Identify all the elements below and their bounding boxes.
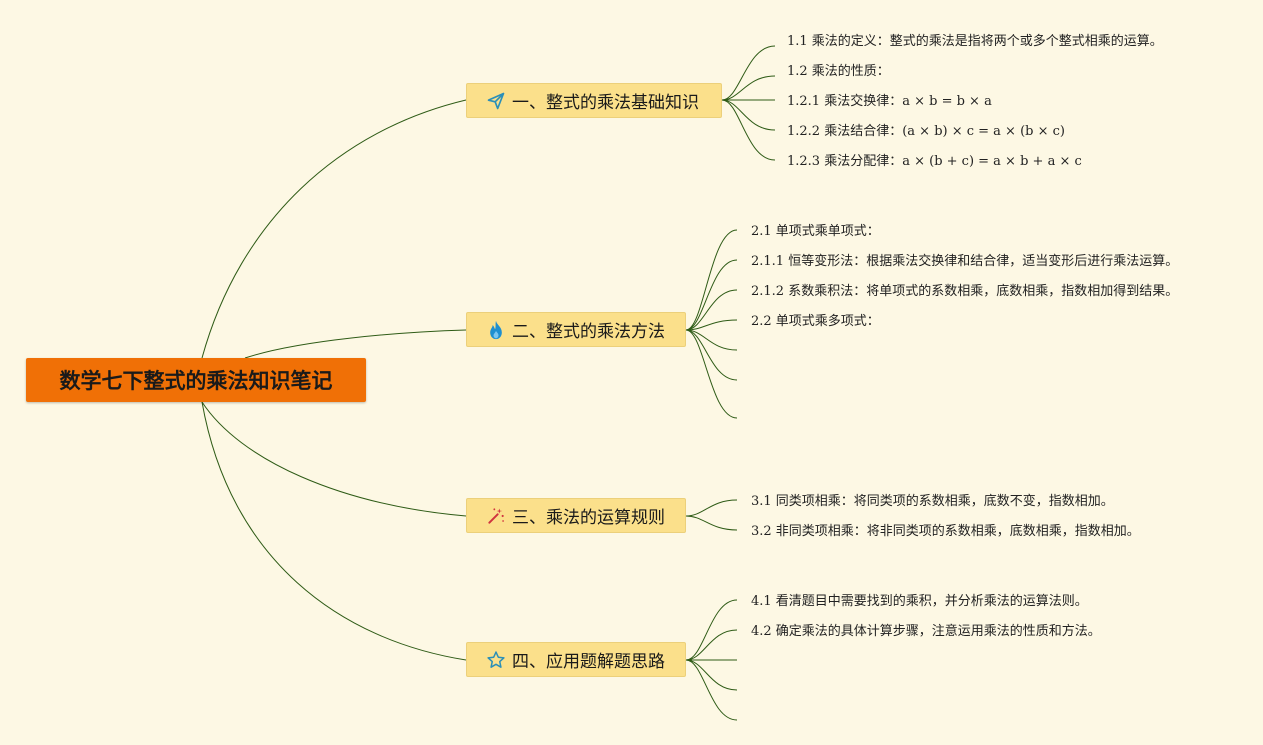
leaf-2-1[interactable]: 2.1 单项式乘单项式： <box>751 224 880 239</box>
connector-root-branch-4 <box>201 401 467 661</box>
branch-topic-1-label: 一、整式的乘法基础知识 <box>512 93 699 113</box>
connector-branch-1-leaf-5 <box>721 99 776 161</box>
magic-wand-icon <box>485 505 507 527</box>
leaf-1-2[interactable]: 1.2 乘法的性质： <box>787 64 890 79</box>
branch-topic-3-label: 三、乘法的运算规则 <box>512 508 665 528</box>
connector-branch-2-leaf-4 <box>685 319 738 331</box>
paper-plane-icon <box>485 90 507 112</box>
leaf-3-1[interactable]: 3.1 同类项相乘：将同类项的系数相乘，底数不变，指数相加。 <box>751 494 1114 509</box>
connector-root-branch-1 <box>201 99 467 359</box>
root-topic[interactable]: 数学七下整式的乘法知识笔记 <box>26 358 366 402</box>
leaf-2-3[interactable]: 2.1.2 系数乘积法：将单项式的系数相乘，底数相乘，指数相加得到结果。 <box>751 284 1179 299</box>
connector-branch-4-leaf-4 <box>685 659 738 691</box>
connector-root-branch-2 <box>244 329 467 359</box>
connector-branch-2-leaf-6 <box>685 329 738 381</box>
branch-topic-4[interactable]: 四、应用题解题思路 <box>466 642 686 677</box>
connector-branch-4-leaf-2 <box>685 629 738 661</box>
connector-branch-2-leaf-1 <box>685 229 738 331</box>
branch-topic-4-label: 四、应用题解题思路 <box>512 652 665 672</box>
star-icon <box>485 649 507 671</box>
leaf-1-5[interactable]: 1.2.3 乘法分配律：a × (b + c) = a × b + a × c <box>787 154 1082 169</box>
leaf-3-2[interactable]: 3.2 非同类项相乘：将非同类项的系数相乘，底数相乘，指数相加。 <box>751 524 1140 539</box>
connector-branch-2-leaf-3 <box>685 289 738 331</box>
connector-branch-2-leaf-5 <box>685 329 738 351</box>
connector-branch-2-leaf-2 <box>685 259 738 331</box>
leaf-4-2[interactable]: 4.2 确定乘法的具体计算步骤，注意运用乘法的性质和方法。 <box>751 624 1101 639</box>
branch-topic-2[interactable]: 二、整式的乘法方法 <box>466 312 686 347</box>
connector-branch-3-leaf-2 <box>685 515 738 531</box>
connector-branch-1-leaf-1 <box>721 45 776 101</box>
leaf-2-4[interactable]: 2.2 单项式乘多项式： <box>751 314 880 329</box>
connector-branch-4-leaf-5 <box>685 659 738 721</box>
branch-topic-1[interactable]: 一、整式的乘法基础知识 <box>466 83 722 118</box>
root-topic-label: 数学七下整式的乘法知识笔记 <box>59 369 333 393</box>
connector-branch-1-leaf-2 <box>721 75 776 101</box>
connector-branch-1-leaf-4 <box>721 99 776 131</box>
leaf-1-4[interactable]: 1.2.2 乘法结合律：(a × b) × c = a × (b × c) <box>787 124 1065 139</box>
leaf-4-1[interactable]: 4.1 看清题目中需要找到的乘积，并分析乘法的运算法则。 <box>751 594 1088 609</box>
connector-branch-3-leaf-1 <box>685 499 738 517</box>
leaf-2-2[interactable]: 2.1.1 恒等变形法：根据乘法交换律和结合律，适当变形后进行乘法运算。 <box>751 254 1179 269</box>
branch-topic-3[interactable]: 三、乘法的运算规则 <box>466 498 686 533</box>
leaf-1-3[interactable]: 1.2.1 乘法交换律：a × b = b × a <box>787 94 992 109</box>
leaf-1-1[interactable]: 1.1 乘法的定义：整式的乘法是指将两个或多个整式相乘的运算。 <box>787 34 1163 49</box>
connector-branch-2-leaf-7 <box>685 329 738 419</box>
fire-icon <box>485 319 507 341</box>
connector-branch-4-leaf-1 <box>685 599 738 661</box>
connector-root-branch-3 <box>201 401 467 517</box>
branch-topic-2-label: 二、整式的乘法方法 <box>512 322 665 342</box>
